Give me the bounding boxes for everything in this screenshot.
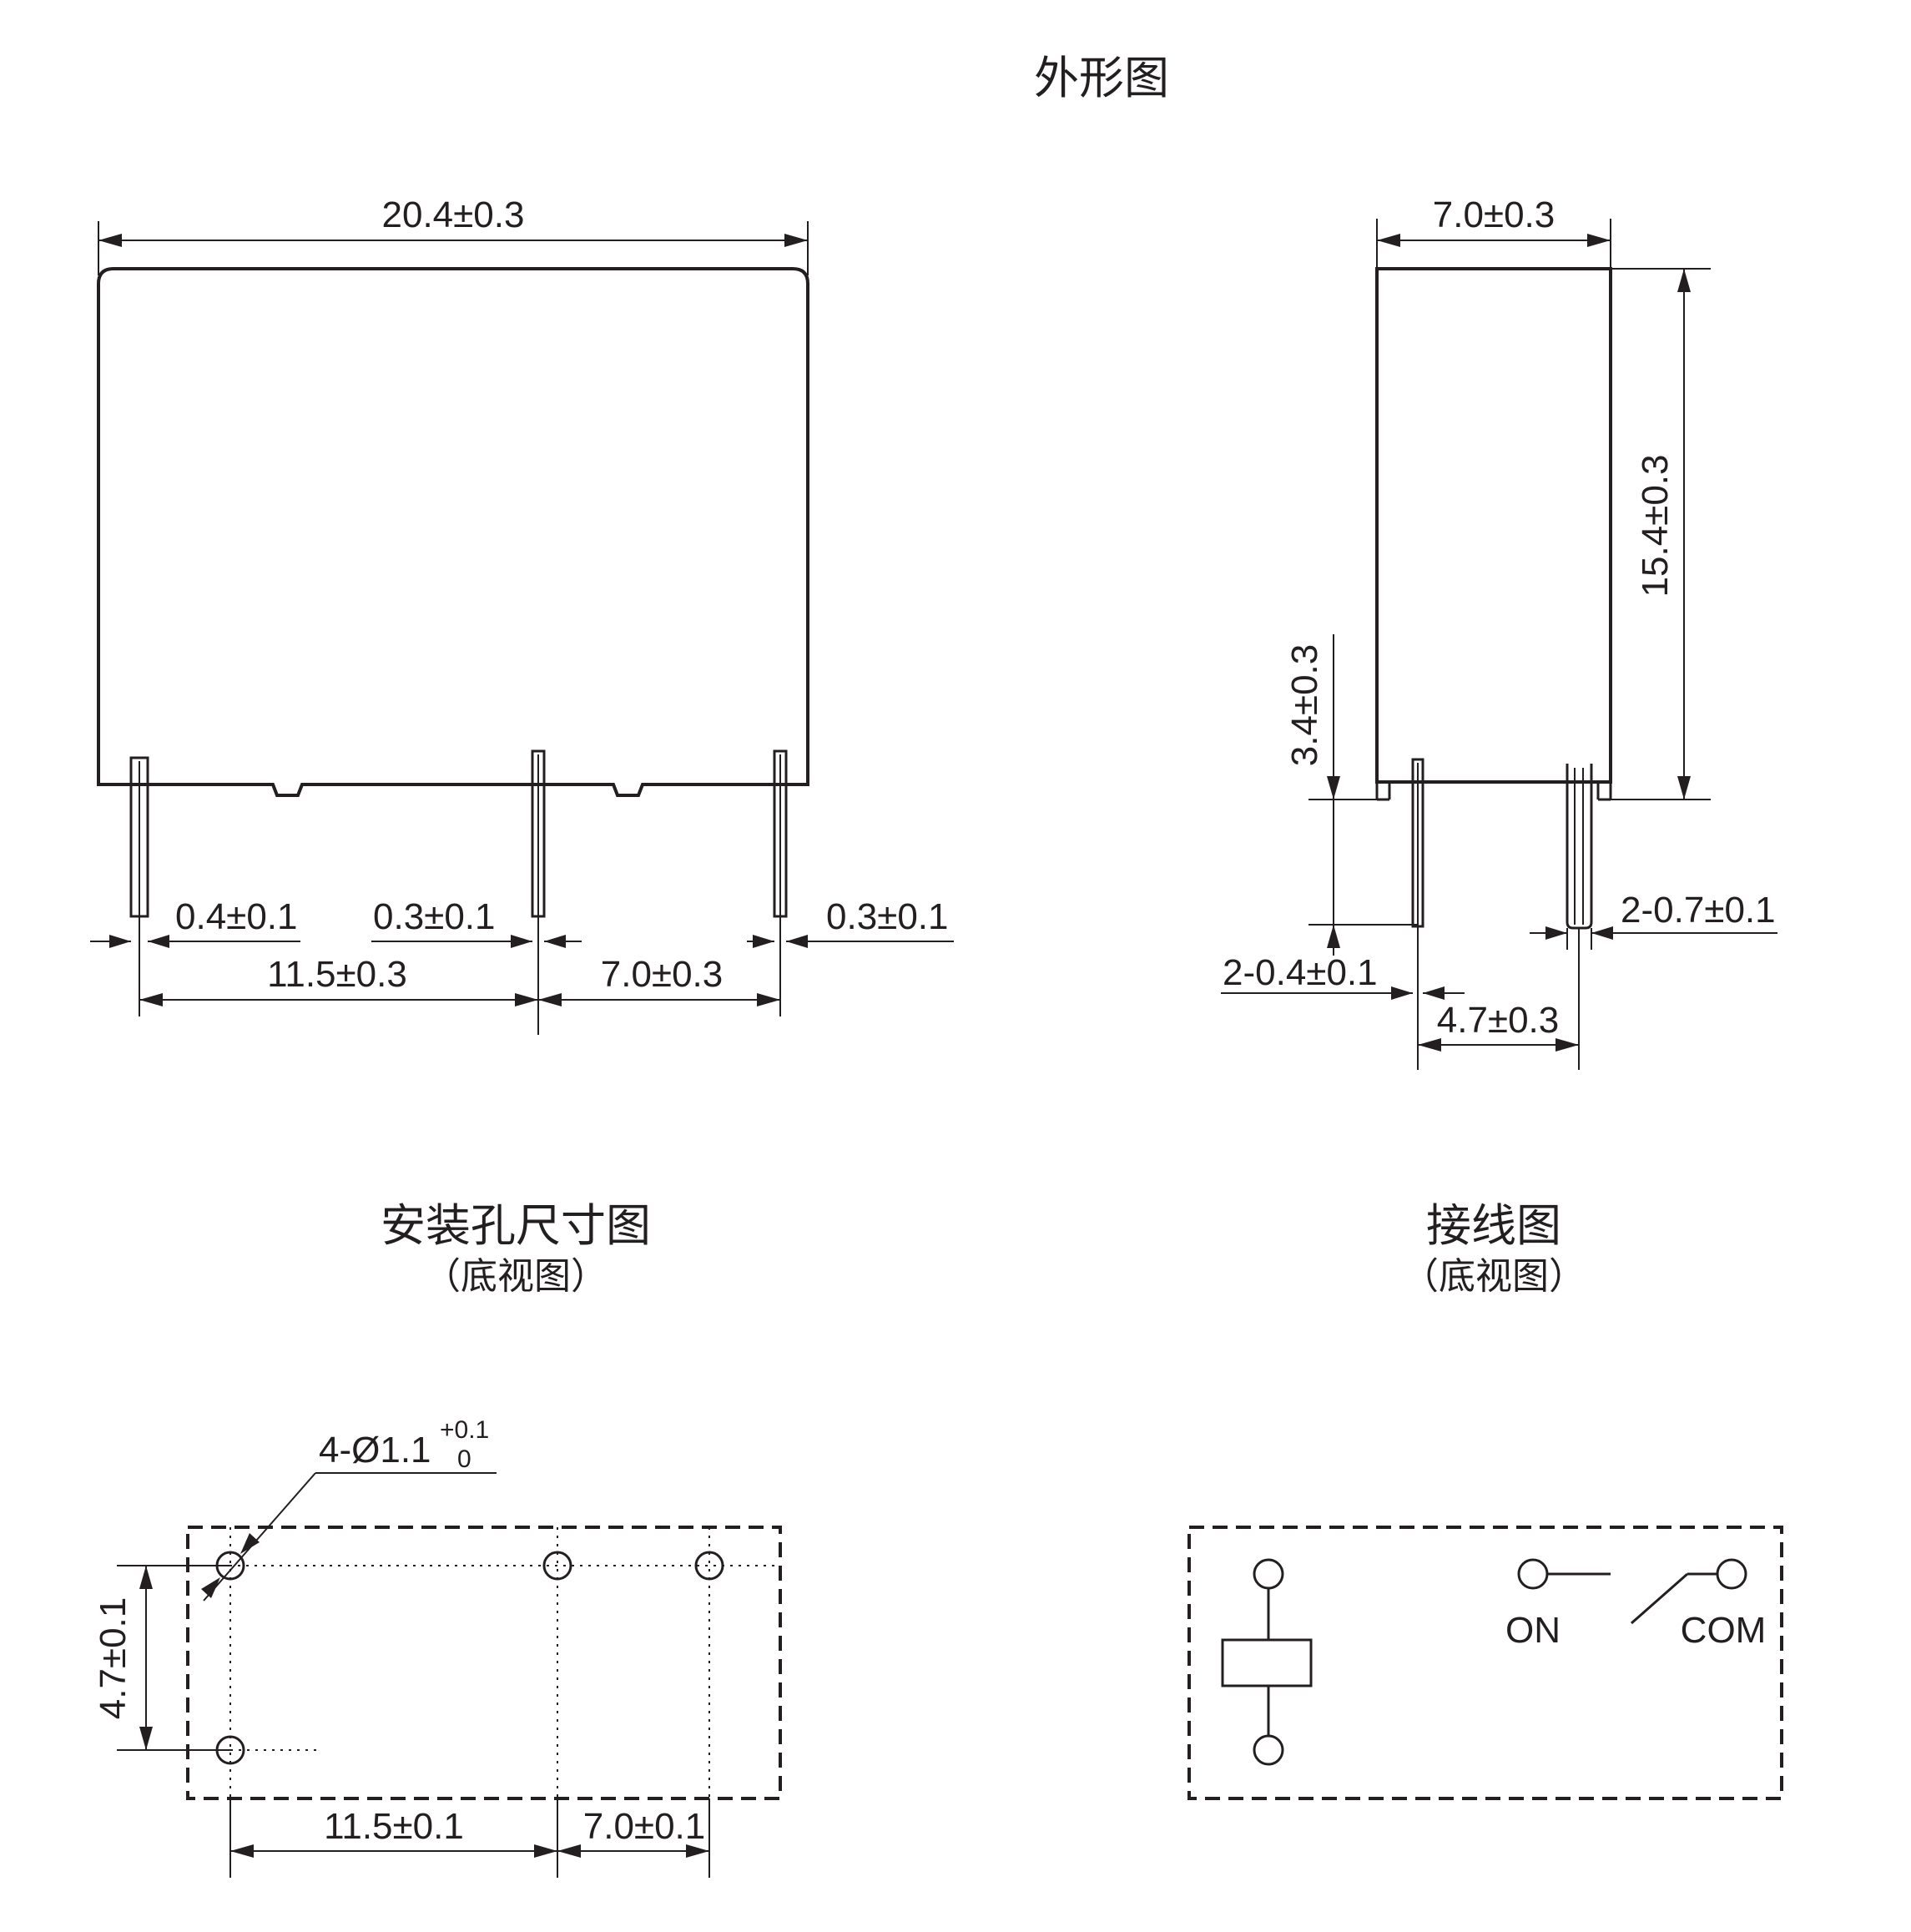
wiring-view: ON COM bbox=[1187, 1526, 1783, 1800]
side-pin-thick-label: 2-0.7±0.1 bbox=[1621, 890, 1776, 931]
wiring-title: 接线图 bbox=[1426, 1199, 1561, 1252]
coil-terminal-bottom-icon bbox=[1253, 1734, 1284, 1766]
hole-diameter-label: 4-Ø1.1 bbox=[319, 1430, 431, 1470]
front-width-label: 20.4±0.3 bbox=[382, 194, 525, 235]
front-span-left-label: 11.5±0.3 bbox=[267, 954, 407, 995]
hole-tolerance-lower: 0 bbox=[457, 1445, 471, 1473]
side-pin-thick bbox=[1566, 764, 1593, 930]
front-relay-body bbox=[97, 267, 809, 797]
hole-vertical-pitch-label: 4.7±0.1 bbox=[93, 1597, 134, 1719]
on-label: ON bbox=[1505, 1610, 1561, 1651]
coil-terminal-top-icon bbox=[1253, 1558, 1284, 1590]
side-pin-length-label: 3.4±0.3 bbox=[1284, 644, 1325, 766]
front-pin-right-width-label: 0.3±0.1 bbox=[826, 896, 948, 937]
wiring-subtitle: （底视图） bbox=[1402, 1255, 1586, 1298]
hole-layout-title: 安装孔尺寸图 bbox=[381, 1199, 651, 1252]
side-depth-label: 7.0±0.3 bbox=[1433, 194, 1555, 235]
front-pin-mid-width-label: 0.3±0.1 bbox=[373, 896, 495, 937]
front-pin-left-width-label: 0.4±0.1 bbox=[175, 896, 297, 937]
front-span-right-label: 7.0±0.3 bbox=[601, 954, 723, 995]
hole-span-right-label: 7.0±0.1 bbox=[583, 1806, 705, 1847]
hole-view: 4-Ø1.1 +0.1 0 4.7±0.1 11.5±0.1 7.0±0.1 bbox=[93, 1416, 782, 1878]
wiring-outline bbox=[1187, 1526, 1783, 1800]
side-view: 7.0±0.3 15.4±0.3 3.4±0.3 2-0.4±0.1 2-0.7… bbox=[1221, 194, 1777, 1070]
outline-title: 外形图 bbox=[1034, 52, 1169, 104]
front-view: 20.4±0.3 0.4±0.1 0.3±0.1 0.3±0.1 11.5±0.… bbox=[90, 194, 954, 1035]
hole-span-left-label: 11.5±0.1 bbox=[324, 1806, 464, 1847]
on-terminal-icon bbox=[1517, 1558, 1549, 1590]
hole-layout-subtitle: （底视图） bbox=[424, 1255, 608, 1298]
side-pin-thin-label: 2-0.4±0.1 bbox=[1223, 952, 1378, 993]
com-label: COM bbox=[1681, 1610, 1767, 1651]
side-pin-pitch-label: 4.7±0.3 bbox=[1437, 1000, 1559, 1041]
coil-icon bbox=[1221, 1638, 1313, 1687]
front-width-arrow-right bbox=[784, 234, 808, 247]
front-width-arrow-left bbox=[98, 234, 122, 247]
com-terminal-icon bbox=[1716, 1558, 1747, 1590]
hole-tolerance-upper: +0.1 bbox=[440, 1416, 489, 1444]
side-relay-body bbox=[1375, 267, 1612, 784]
switch-arm bbox=[1631, 1572, 1688, 1625]
hole-top-right bbox=[694, 1551, 724, 1581]
side-height-label: 15.4±0.3 bbox=[1635, 455, 1676, 598]
hole-top-middle bbox=[542, 1551, 572, 1581]
hole-outline bbox=[186, 1526, 782, 1800]
